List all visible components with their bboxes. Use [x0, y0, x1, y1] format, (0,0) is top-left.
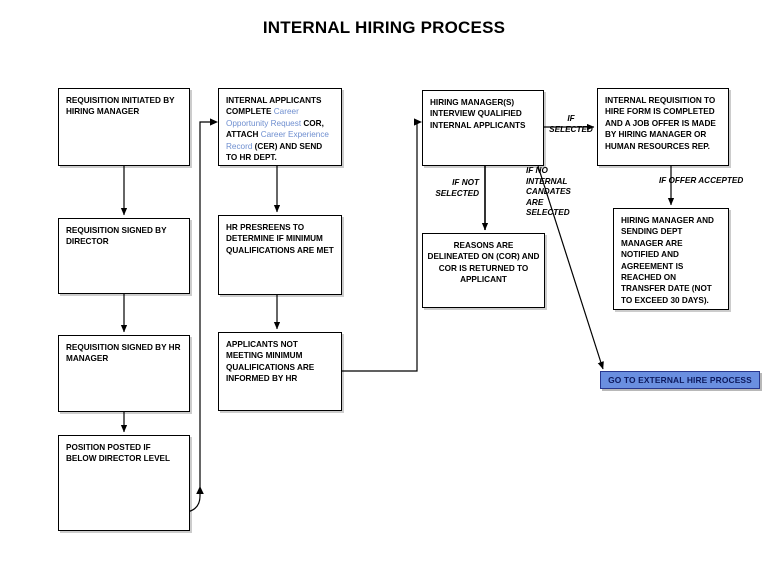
- node-hiring-manager-interview-label: HIRING MANAGER(S) INTERVIEW QUALIFIED IN…: [430, 98, 526, 130]
- node-position-posted[interactable]: POSITION POSTED IF BELOW DIRECTOR LEVEL: [58, 435, 190, 531]
- node-hiring-manager-notified-label: HIRING MANAGER AND SENDING DEPT MANAGER …: [621, 216, 714, 305]
- connector-feedback-arrowhead-right: [210, 118, 218, 126]
- node-reasons-delineated[interactable]: REASONS ARE DELINEATED ON (COR) AND COR …: [422, 233, 545, 308]
- node-applicants-not-meeting[interactable]: APPLICANTS NOT MEETING MINIMUM QUALIFICA…: [218, 332, 342, 411]
- node-requisition-signed-hr-label: REQUISITION SIGNED BY HR MANAGER: [66, 343, 181, 364]
- node-position-posted-label: POSITION POSTED IF BELOW DIRECTOR LEVEL: [66, 443, 171, 464]
- node-hr-prescreens-label: HR PRESREENS TO DETERMINE IF MINIMUM QUA…: [226, 223, 334, 255]
- connector-hiring-manager-to-external-hire: [537, 165, 604, 370]
- go-to-external-hire-process-button[interactable]: GO TO EXTERNAL HIRE PROCESS: [600, 371, 760, 389]
- node-requisition-signed-director[interactable]: REQUISITION SIGNED BY DIRECTOR: [58, 218, 190, 294]
- page-title: INTERNAL HIRING PROCESS: [262, 18, 506, 37]
- node-applicants-not-meeting-label: APPLICANTS NOT MEETING MINIMUM QUALIFICA…: [226, 340, 315, 384]
- node-requisition-initiated[interactable]: REQUISITION INITIATED BY HIRING MANAGER: [58, 88, 190, 166]
- node-hr-prescreens[interactable]: HR PRESREENS TO DETERMINE IF MINIMUM QUA…: [218, 215, 342, 295]
- node-hiring-manager-interview[interactable]: HIRING MANAGER(S) INTERVIEW QUALIFIED IN…: [422, 90, 544, 166]
- edge-label-if-not-selected: IF NOT SELECTED: [435, 178, 479, 198]
- node-requisition-signed-hr[interactable]: REQUISITION SIGNED BY HR MANAGER: [58, 335, 190, 412]
- node-requisition-initiated-label: REQUISITION INITIATED BY HIRING MANAGER: [66, 96, 175, 117]
- node-internal-applicants-complete[interactable]: INTERNAL APPLICANTS COMPLETE Career Oppo…: [218, 88, 342, 166]
- go-to-external-hire-process-label: GO TO EXTERNAL HIRE PROCESS: [608, 375, 752, 385]
- node-internal-applicants-complete-rich: INTERNAL APPLICANTS COMPLETE Career Oppo…: [226, 96, 329, 163]
- node-internal-requisition-to-hire[interactable]: INTERNAL REQUISITION TO HIRE FORM IS COM…: [597, 88, 729, 166]
- node-hiring-manager-notified[interactable]: HIRING MANAGER AND SENDING DEPT MANAGER …: [613, 208, 729, 310]
- edge-label-if-selected: IF SELECTED: [549, 114, 593, 134]
- node-internal-requisition-to-hire-label: INTERNAL REQUISITION TO HIRE FORM IS COM…: [605, 96, 716, 151]
- connector-elbow-arrowhead: [414, 118, 422, 126]
- edge-label-if-no-internal-candidates-selected: IF NO INTERNAL CANDATES ARE SELECTED: [526, 166, 571, 218]
- node-requisition-signed-director-label: REQUISITION SIGNED BY DIRECTOR: [66, 226, 167, 247]
- connector-applicants-not-meeting-to-hiring-manager: [342, 121, 418, 372]
- node-reasons-delineated-label: REASONS ARE DELINEATED ON (COR) AND COR …: [427, 241, 540, 285]
- edge-label-if-offer-accepted: IF OFFER ACCEPTED: [659, 176, 744, 185]
- connector-feedback-arrowhead-up: [196, 486, 204, 494]
